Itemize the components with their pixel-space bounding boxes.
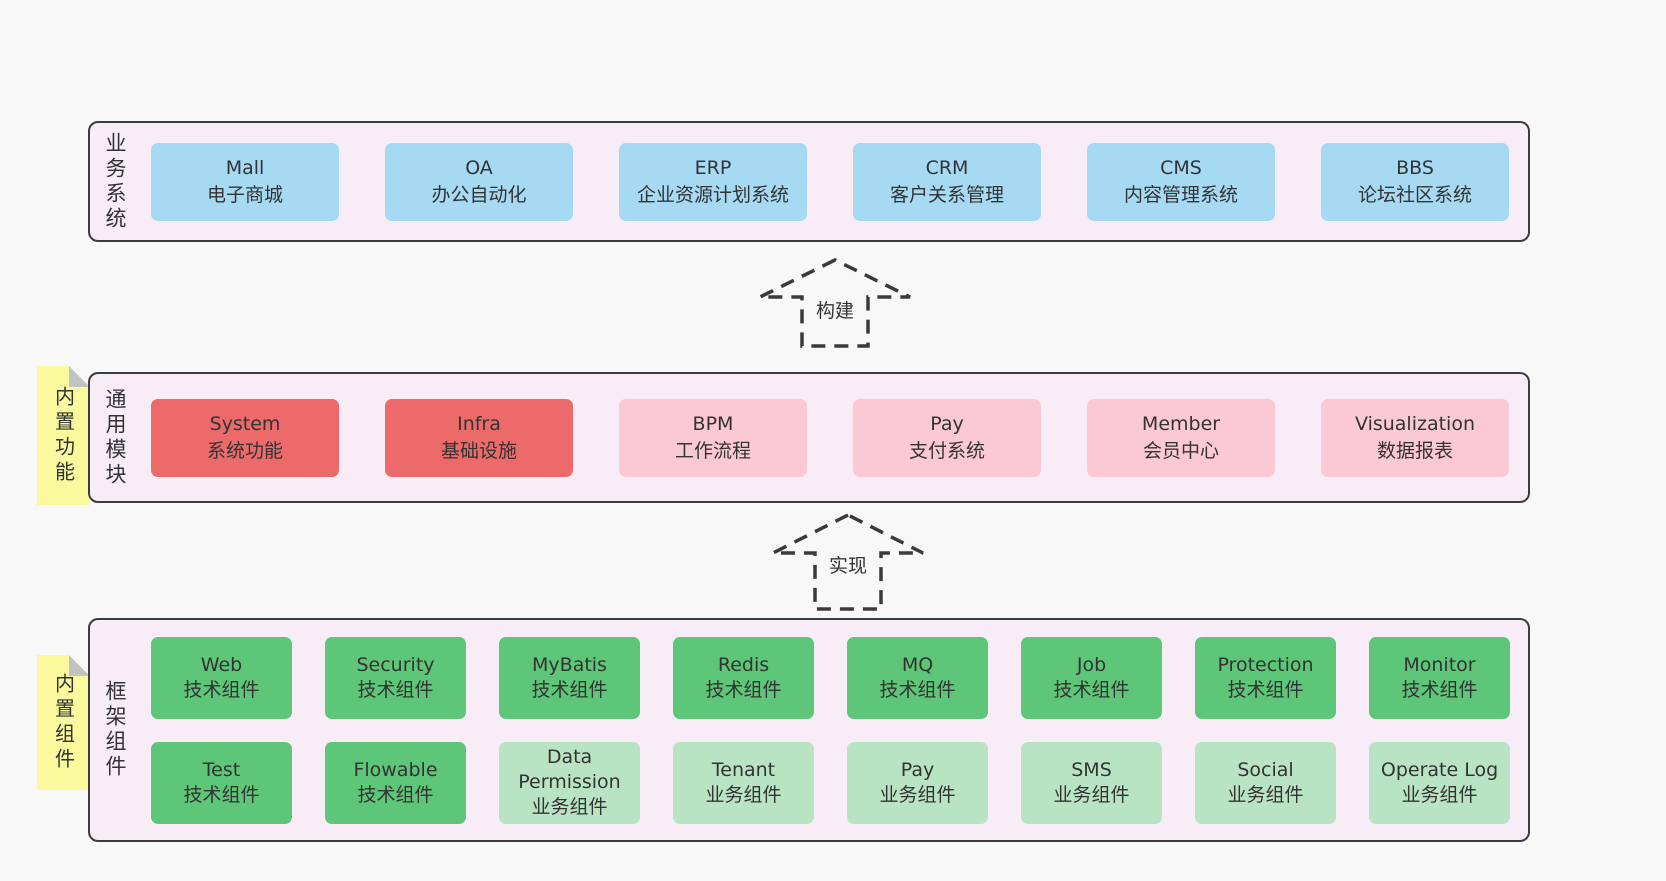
- panel-label-common-modules: 通用模块: [103, 387, 127, 488]
- sticky-note-built-in-functions: 内置功能: [37, 366, 90, 505]
- build-arrow: 构建: [757, 257, 913, 349]
- panel-label-framework-components: 框架组件: [103, 680, 127, 780]
- box-visualization: Visualization 数据报表: [1321, 398, 1509, 477]
- up-arrow-icon: [759, 258, 911, 348]
- panel-label-business-systems: 业务系统: [103, 131, 127, 232]
- folded-corner-icon: [69, 366, 90, 387]
- box-pay-business: Pay 业务组件: [847, 741, 988, 824]
- box-flowable: Flowable 技术组件: [325, 741, 466, 824]
- implement-arrow: 实现: [770, 512, 926, 612]
- sticky-note-built-in-components: 内置组件: [37, 655, 90, 790]
- box-member: Member 会员中心: [1087, 398, 1275, 477]
- box-mybatis: MyBatis 技术组件: [499, 636, 640, 719]
- box-erp: ERP 企业资源计划系统: [619, 142, 807, 221]
- framework-components-panel: 框架组件 Web 技术组件 Security 技术组件 MyBatis 技术组件…: [88, 618, 1530, 842]
- box-web: Web 技术组件: [151, 636, 292, 719]
- box-cms: CMS 内容管理系统: [1087, 142, 1275, 221]
- box-mq: MQ 技术组件: [847, 636, 988, 719]
- sticky-note-label: 内置功能: [51, 385, 76, 486]
- box-test: Test 技术组件: [151, 741, 292, 824]
- business-systems-panel: 业务系统 Mall 电子商城 OA 办公自动化 ERP 企业资源计划系统 CRM…: [88, 121, 1530, 242]
- box-system: System 系统功能: [151, 398, 339, 477]
- sticky-note-label: 内置组件: [51, 672, 76, 773]
- box-bpm: BPM 工作流程: [619, 398, 807, 477]
- box-security: Security 技术组件: [325, 636, 466, 719]
- box-data-permission: Data Permission 业务组件: [499, 741, 640, 824]
- framework-components-boxes: Web 技术组件 Security 技术组件 MyBatis 技术组件 Redi…: [125, 636, 1528, 824]
- box-crm: CRM 客户关系管理: [853, 142, 1041, 221]
- box-infra: Infra 基础设施: [385, 398, 573, 477]
- box-job: Job 技术组件: [1021, 636, 1162, 719]
- box-oa: OA 办公自动化: [385, 142, 573, 221]
- implement-arrow-label: 实现: [824, 550, 872, 579]
- folded-corner-icon: [69, 655, 90, 676]
- box-bbs: BBS 论坛社区系统: [1321, 142, 1509, 221]
- common-modules-panel: 通用模块 System 系统功能 Infra 基础设施 BPM 工作流程 Pay…: [88, 372, 1530, 503]
- box-monitor: Monitor 技术组件: [1369, 636, 1510, 719]
- business-systems-boxes: Mall 电子商城 OA 办公自动化 ERP 企业资源计划系统 CRM 客户关系…: [125, 142, 1528, 221]
- box-redis: Redis 技术组件: [673, 636, 814, 719]
- box-social: Social 业务组件: [1195, 741, 1336, 824]
- box-sms: SMS 业务组件: [1021, 741, 1162, 824]
- box-pay: Pay 支付系统: [853, 398, 1041, 477]
- common-modules-boxes: System 系统功能 Infra 基础设施 BPM 工作流程 Pay 支付系统…: [125, 398, 1528, 477]
- box-tenant: Tenant 业务组件: [673, 741, 814, 824]
- up-arrow-icon: [772, 513, 924, 611]
- box-operate-log: Operate Log 业务组件: [1369, 741, 1510, 824]
- box-mall: Mall 电子商城: [151, 142, 339, 221]
- build-arrow-label: 构建: [811, 295, 859, 324]
- box-protection: Protection 技术组件: [1195, 636, 1336, 719]
